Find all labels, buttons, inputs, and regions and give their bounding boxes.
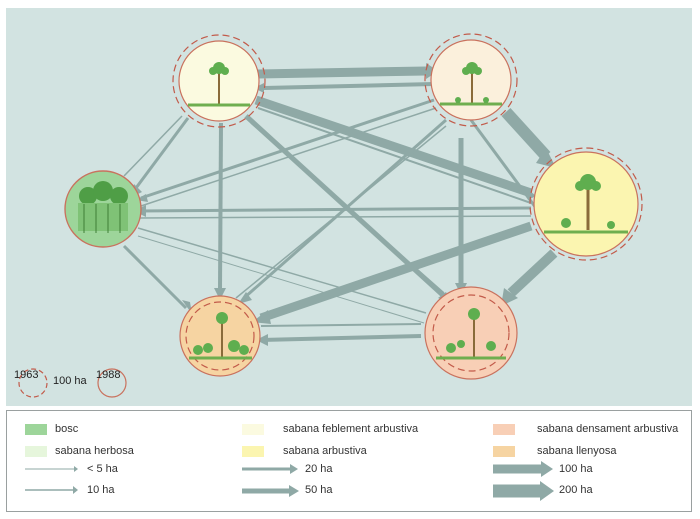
flow-arrow-llenyosa-densament: [260, 323, 422, 327]
palm-tree-icon: [575, 174, 601, 230]
legend-label-arbustiva: sabana arbustiva: [283, 445, 367, 457]
legend-arrow-10ha: [25, 486, 78, 494]
legend-arrow-200ha: [493, 481, 554, 501]
land-cover-transition-diagram: [6, 8, 692, 406]
flow-arrow-herbosa-feblement: [263, 82, 435, 90]
arrowhead-llenyosa: [214, 288, 226, 300]
shrub-icon: [193, 340, 249, 355]
legend-label-10ha: 10 ha: [87, 484, 115, 496]
legend-label-50ha: 50 ha: [305, 484, 333, 496]
legend-label-feblement: sabana feblement arbustiva: [283, 423, 419, 435]
legend-arrow-50ha: [242, 485, 299, 497]
legend-arrow-100ha: [493, 461, 553, 477]
palm-tree-icon: [216, 312, 228, 358]
flow-arrow-arbustiva-llenyosa: [259, 221, 533, 323]
legend: bosc sabana herbosa sabana feblement arb…: [6, 410, 692, 512]
legend-swatch-feblement: [242, 424, 264, 435]
legend-swatch-herbosa: [25, 446, 47, 457]
node-sabana-densament-arbustiva: [424, 286, 518, 380]
node-sabana-arbustiva: [529, 147, 643, 261]
node-sabana-llenyosa: [179, 295, 261, 377]
scale-circle-1963: [18, 368, 48, 398]
flow-arrow-densament-llenyosa: [260, 334, 422, 342]
scale-label-1963: 1963: [14, 369, 39, 381]
legend-label-5ha: < 5 ha: [87, 463, 118, 475]
legend-swatch-arbustiva: [242, 446, 264, 457]
legend-label-bosc: bosc: [55, 423, 79, 435]
node-bosc: [64, 170, 142, 248]
flow-arrow-llenyosa-herbosa: [235, 125, 447, 299]
flow-arrow-arbustiva-densament: [507, 249, 558, 297]
arrowhead-llenyosa-2: [238, 292, 252, 304]
shrub-icon: [607, 221, 615, 229]
arrowhead-llenyosa-4: [256, 334, 268, 346]
scale-circle-1988: [97, 368, 127, 398]
arrowhead-feblement: [254, 83, 264, 93]
arrowhead-arbustiva: [536, 148, 556, 168]
flow-arrow-feblement-bosc: [134, 117, 190, 189]
flow-arrow-arbustiva-feblement: [257, 107, 532, 204]
shrub-icon: [446, 340, 496, 353]
flow-arrow-herbosa-bosc: [140, 98, 435, 200]
flow-arrow-bosc-densament: [137, 227, 427, 314]
legend-label-herbosa: sabana herbosa: [55, 445, 134, 457]
legend-arrow-5ha: [25, 466, 78, 472]
shrub-icon: [483, 97, 489, 103]
flow-arrow-bosc-llenyosa: [122, 244, 188, 310]
palm-tree-icon: [209, 62, 229, 104]
legend-label-densament: sabana densament arbustiva: [537, 423, 679, 435]
shrub-icon: [455, 97, 461, 103]
legend-arrow-20ha: [242, 464, 298, 474]
palm-tree-icon: [462, 62, 482, 103]
palm-tree-icon: [468, 308, 480, 358]
legend-label-100ha: 100 ha: [559, 463, 593, 475]
flow-arrows: [122, 66, 558, 342]
legend-swatch-bosc: [25, 424, 47, 435]
forest-icon: [78, 181, 128, 233]
scale-label-1988: 1988: [96, 369, 121, 381]
flow-arrow-feblement-arbustiva: [254, 95, 533, 198]
legend-swatch-densament: [493, 424, 515, 435]
flow-arrow-bosc-densament-2: [137, 235, 425, 324]
legend-label-20ha: 20 ha: [305, 463, 333, 475]
flow-arrow-herbosa-arbustiva-2: [469, 119, 538, 209]
legend-label-200ha: 200 ha: [559, 484, 593, 496]
legend-swatch-llenyosa: [493, 446, 515, 457]
flow-arrow-feblement-llenyosa: [218, 122, 223, 291]
arrowhead-arbustiva-2: [524, 186, 536, 200]
legend-label-llenyosa: sabana llenyosa: [537, 445, 617, 457]
flow-arrow-arbustiva-bosc: [137, 206, 532, 213]
node-sabana-feblement-arbustiva: [172, 34, 266, 128]
flow-arrow-feblement-herbosa: [257, 66, 427, 79]
node-sabana-herbosa: [424, 33, 518, 127]
flow-arrow-densament-feblement: [250, 122, 445, 294]
shrub-icon: [561, 218, 571, 228]
flow-arrow-bosc-feblement: [123, 115, 183, 177]
scale-label-area: 100 ha: [53, 375, 87, 387]
flow-arrow-herbosa-arbustiva: [501, 107, 551, 161]
